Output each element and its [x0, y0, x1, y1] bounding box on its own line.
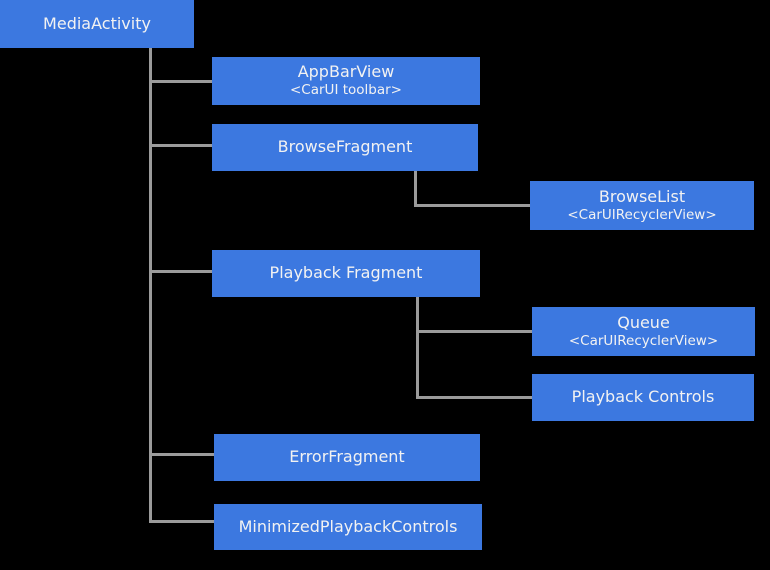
edge-media-activity-to-browse-fragment: [149, 144, 214, 147]
node-title: Queue: [617, 312, 670, 332]
node-title: Playback Controls: [571, 387, 715, 407]
node-subtitle: <CarUIRecyclerView>: [568, 332, 719, 349]
node-subtitle: <CarUIRecyclerView>: [567, 206, 717, 223]
node-title: BrowseList: [598, 186, 686, 206]
node-title: Playback Fragment: [269, 263, 423, 283]
node-subtitle: <CarUI toolbar>: [290, 82, 402, 99]
node-title: BrowseFragment: [277, 137, 413, 157]
edge-browse-fragment-to-browse-list: [414, 204, 532, 207]
edge-media-activity-to-playback-fragment: [149, 270, 214, 273]
node-queue[interactable]: Queue <CarUIRecyclerView>: [532, 307, 755, 356]
node-title: ErrorFragment: [289, 447, 405, 467]
edge-playback-fragment-to-playback-controls: [416, 396, 534, 399]
node-title: AppBarView: [297, 62, 395, 82]
node-playback-controls[interactable]: Playback Controls: [532, 374, 754, 421]
node-media-activity[interactable]: MediaActivity: [0, 0, 194, 48]
edge-playback-fragment-to-queue: [416, 330, 534, 333]
edge-media-activity-to-error-fragment: [149, 453, 216, 456]
node-browse-fragment[interactable]: BrowseFragment: [212, 124, 478, 171]
edge-media-activity-to-minimized-playback-controls: [149, 520, 216, 523]
node-title: MediaActivity: [43, 13, 151, 33]
node-app-bar-view[interactable]: AppBarView <CarUI toolbar>: [212, 57, 480, 105]
node-playback-fragment[interactable]: Playback Fragment: [212, 250, 480, 297]
edge-playback-fragment-drop: [416, 297, 419, 399]
node-error-fragment[interactable]: ErrorFragment: [214, 434, 480, 481]
node-browse-list[interactable]: BrowseList <CarUIRecyclerView>: [530, 181, 754, 230]
edge-media-activity-to-app-bar-view: [149, 80, 214, 83]
node-minimized-playback-controls[interactable]: MinimizedPlaybackControls: [214, 504, 482, 550]
edge-trunk-media-activity: [149, 47, 152, 523]
edge-browse-fragment-drop: [414, 171, 417, 207]
node-title: MinimizedPlaybackControls: [238, 516, 458, 536]
